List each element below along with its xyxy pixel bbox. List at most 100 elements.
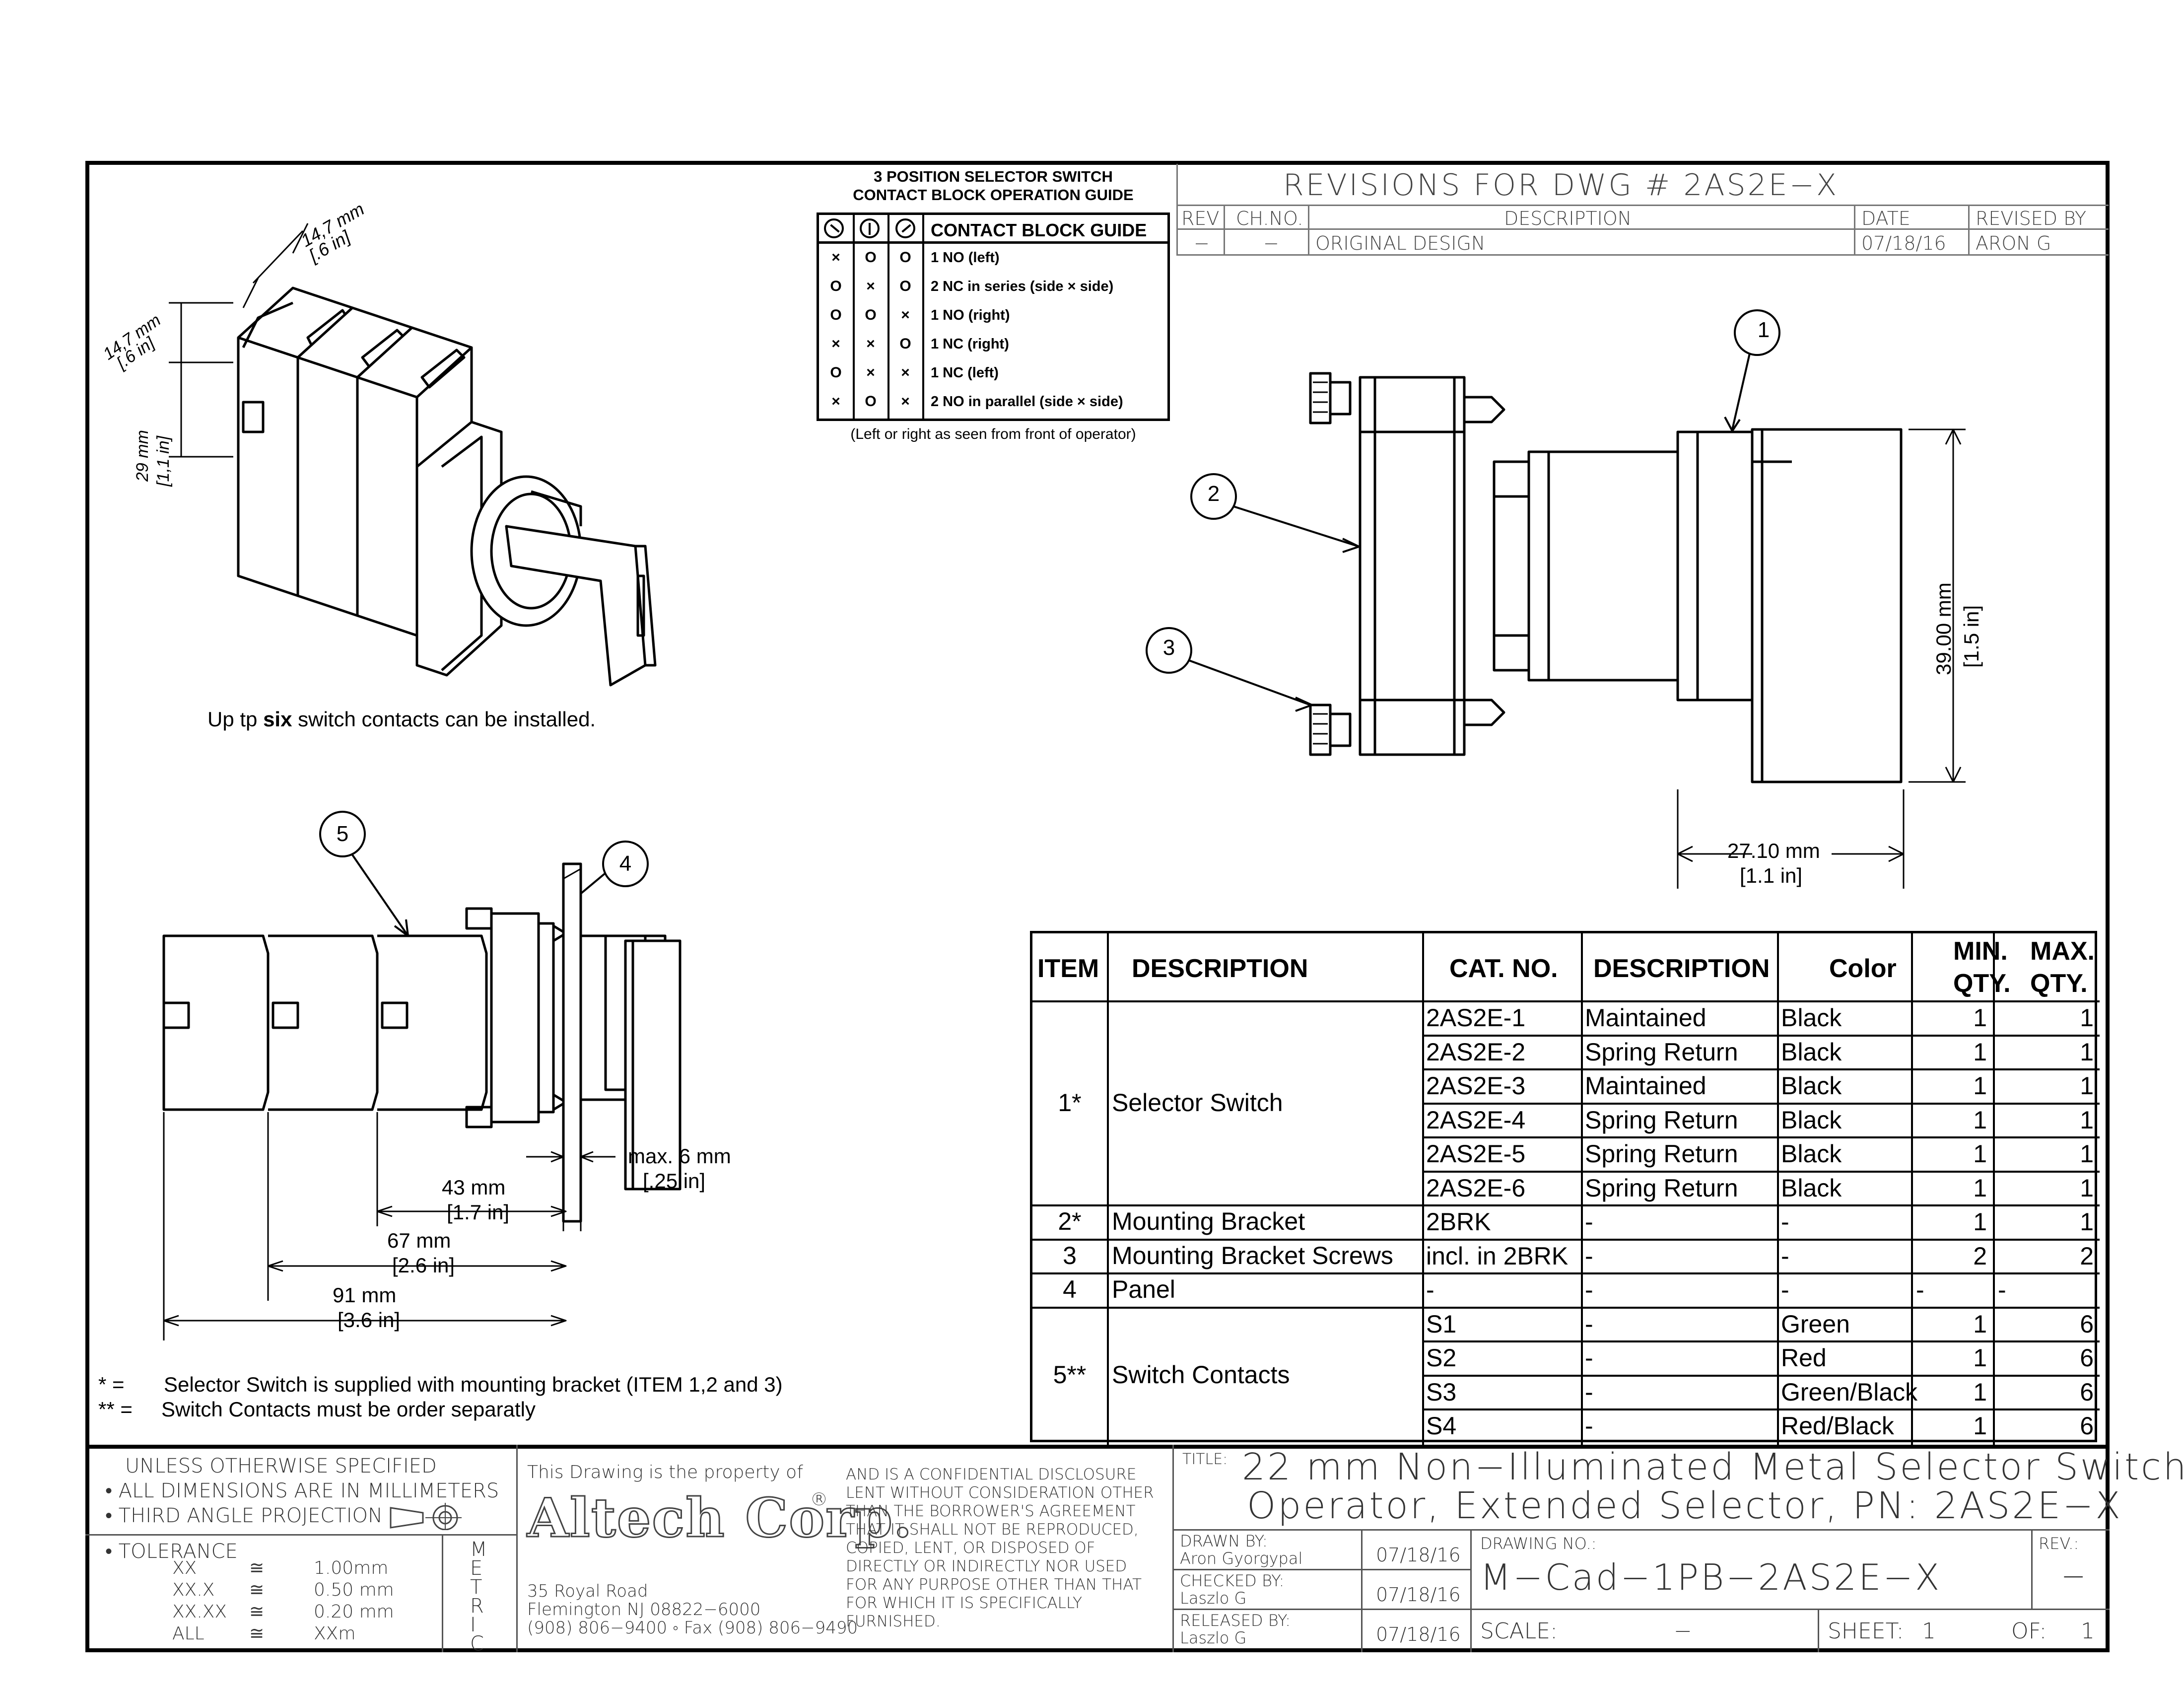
bom-cell-min: - — [1916, 1276, 1924, 1304]
bom-cell-color: - — [1781, 1276, 1789, 1304]
bom-header-cat-no: CAT. NO. — [1449, 954, 1558, 983]
rev-value: − — [2061, 1559, 2086, 1594]
bom-cell-color: - — [1781, 1208, 1789, 1236]
left-position-icon — [824, 218, 844, 238]
bom-item-number: 1* — [1058, 1088, 1082, 1117]
drawn-date: 07/18/16 — [1376, 1544, 1461, 1566]
checked-by: Laszlo G — [1180, 1589, 1247, 1608]
contact-guide-desc: 1 NC (left) — [931, 365, 999, 381]
bom-item-number: 2* — [1058, 1207, 1082, 1236]
released-by-label: RELEASED BY: — [1180, 1611, 1291, 1630]
iso-dim-height: 29 mm — [133, 430, 152, 482]
bom-header-description-2: DESCRIPTION — [1593, 954, 1770, 983]
bom-cell-cat: 2AS2E-5 — [1426, 1140, 1526, 1168]
rev-row-by: ARON G — [1976, 232, 2051, 254]
tolerance-k: XX — [172, 1558, 197, 1578]
rev-header-date: DATE — [1861, 208, 1911, 229]
tolerance-eq: ≅ — [249, 1558, 265, 1578]
rev-row-rev: − — [1194, 232, 1210, 254]
bom-cell-cat: 2AS2E-6 — [1426, 1174, 1526, 1202]
bom-cell-cat: 2AS2E-4 — [1426, 1106, 1526, 1134]
bom-cell-min: 1 — [1973, 1378, 1987, 1406]
all-dims-note: • ALL DIMENSIONS ARE IN MILLIMETERS — [105, 1479, 499, 1502]
bom-item-description: Panel — [1112, 1275, 1175, 1304]
note-2: Switch Contacts must be order separatly — [161, 1398, 536, 1421]
metric-letter: T — [470, 1576, 482, 1599]
third-angle-note: • THIRD ANGLE PROJECTION — [105, 1504, 383, 1527]
bom-cell-color: Green/Black — [1781, 1378, 1918, 1406]
contact-state-l: × — [831, 249, 840, 266]
registered-mark: ® — [810, 1489, 828, 1510]
bom-cell-desc2: - — [1585, 1208, 1593, 1236]
side-view-drawing — [1146, 309, 1966, 889]
bom-cell-max: 1 — [2080, 1174, 2094, 1202]
tolerance-v: 1.00mm — [314, 1558, 389, 1578]
rev-header-rev: REV — [1181, 208, 1220, 229]
balloon-1: 1 — [1757, 318, 1770, 342]
side-dim-height-in: [1.5 in] — [1960, 605, 1983, 668]
bom-cell-color: - — [1781, 1242, 1789, 1270]
bom-cell-max: 1 — [2080, 1140, 2094, 1168]
tolerance-k: ALL — [172, 1623, 205, 1644]
tolerance-k: XX.XX — [172, 1602, 227, 1622]
iso-dim-height-in: [1,1 in] — [154, 435, 173, 487]
bom-cell-cat: incl. in 2BRK — [1426, 1242, 1569, 1270]
bom-item-description: Mounting Bracket — [1112, 1207, 1305, 1236]
bom-cell-desc2: - — [1585, 1310, 1593, 1338]
contact-state-r: × — [901, 364, 910, 381]
contact-guide-footnote: (Left or right as seen from front of ope… — [850, 426, 1136, 442]
bom-cell-max: 6 — [2080, 1412, 2094, 1440]
released-date: 07/18/16 — [1376, 1623, 1461, 1645]
contact-state-c: × — [866, 278, 875, 294]
tolerance-eq: ≅ — [249, 1580, 265, 1600]
rev-header-by: REVISED BY — [1976, 208, 2087, 229]
bom-item-number: 5** — [1053, 1360, 1087, 1389]
bom-item-number: 4 — [1063, 1275, 1077, 1304]
note-1: Selector Switch is supplied with mountin… — [164, 1373, 783, 1396]
right-position-icon — [895, 218, 915, 238]
title-block: UNLESS OTHERWISE SPECIFIED • ALL DIMENSI… — [85, 1445, 2184, 1655]
confidential-line: AND IS A CONFIDENTIAL DISCLOSURE — [846, 1466, 1137, 1483]
contact-state-c: O — [865, 307, 877, 323]
center-position-icon — [860, 218, 880, 238]
checked-by-label: CHECKED BY: — [1180, 1571, 1285, 1590]
bom-item-description: Switch Contacts — [1112, 1360, 1290, 1389]
contact-guide-title-1: 3 POSITION SELECTOR SWITCH — [874, 168, 1113, 185]
unless-specified: UNLESS OTHERWISE SPECIFIED — [125, 1455, 437, 1477]
metric-letter: E — [470, 1557, 483, 1580]
property-note: This Drawing is the property of — [527, 1462, 803, 1482]
bom-cell-color: Black — [1781, 1038, 1842, 1066]
metric-letter: I — [470, 1614, 476, 1636]
drawn-by-label: DRAWN BY: — [1180, 1532, 1268, 1550]
bom-cell-max: - — [1998, 1276, 2006, 1304]
bom-item-number: 3 — [1063, 1241, 1077, 1269]
title-line-2: Operator, Extended Selector, PN: 2AS2E−X — [1247, 1484, 2122, 1527]
contact-state-c: × — [866, 364, 875, 381]
bom-cell-desc2: Spring Return — [1585, 1174, 1738, 1202]
address-1: 35 Royal Road — [527, 1581, 648, 1601]
contact-state-r: × — [901, 393, 910, 410]
of-value: 1 — [2081, 1618, 2095, 1644]
balloon-3: 3 — [1162, 635, 1175, 660]
tolerance-eq: ≅ — [249, 1602, 265, 1622]
balloon-5: 5 — [336, 822, 349, 846]
dim-91: 91 mm — [333, 1283, 397, 1307]
bom-cell-min: 1 — [1973, 1310, 1987, 1338]
third-angle-projection-icon — [390, 1503, 462, 1530]
bom-cell-cat: 2AS2E-3 — [1426, 1072, 1526, 1100]
bom-cell-desc2: Maintained — [1585, 1004, 1706, 1032]
confidential-line: THAT IT SHALL NOT BE REPRODUCED, — [846, 1521, 1139, 1539]
contact-guide-desc: 1 NC (right) — [931, 336, 1009, 352]
contact-state-r: × — [901, 307, 910, 323]
revisions-block: REVISIONS FOR DWG # 2AS2E−X REV CH.NO. D… — [1176, 164, 2109, 256]
dim-43-in: [1.7 in] — [447, 1200, 510, 1224]
rev-row-chno: − — [1263, 232, 1279, 254]
contact-guide-desc: 1 NO (right) — [931, 307, 1010, 323]
address-3: (908) 806−9400 ◦ Fax (908) 806−9490 — [527, 1618, 858, 1638]
metric-letter: R — [470, 1595, 484, 1618]
side-dim-width: 27.10 mm — [1727, 839, 1820, 862]
rev-header-chno: CH.NO. — [1236, 208, 1303, 229]
bom-cell-min: 1 — [1973, 1004, 1987, 1032]
